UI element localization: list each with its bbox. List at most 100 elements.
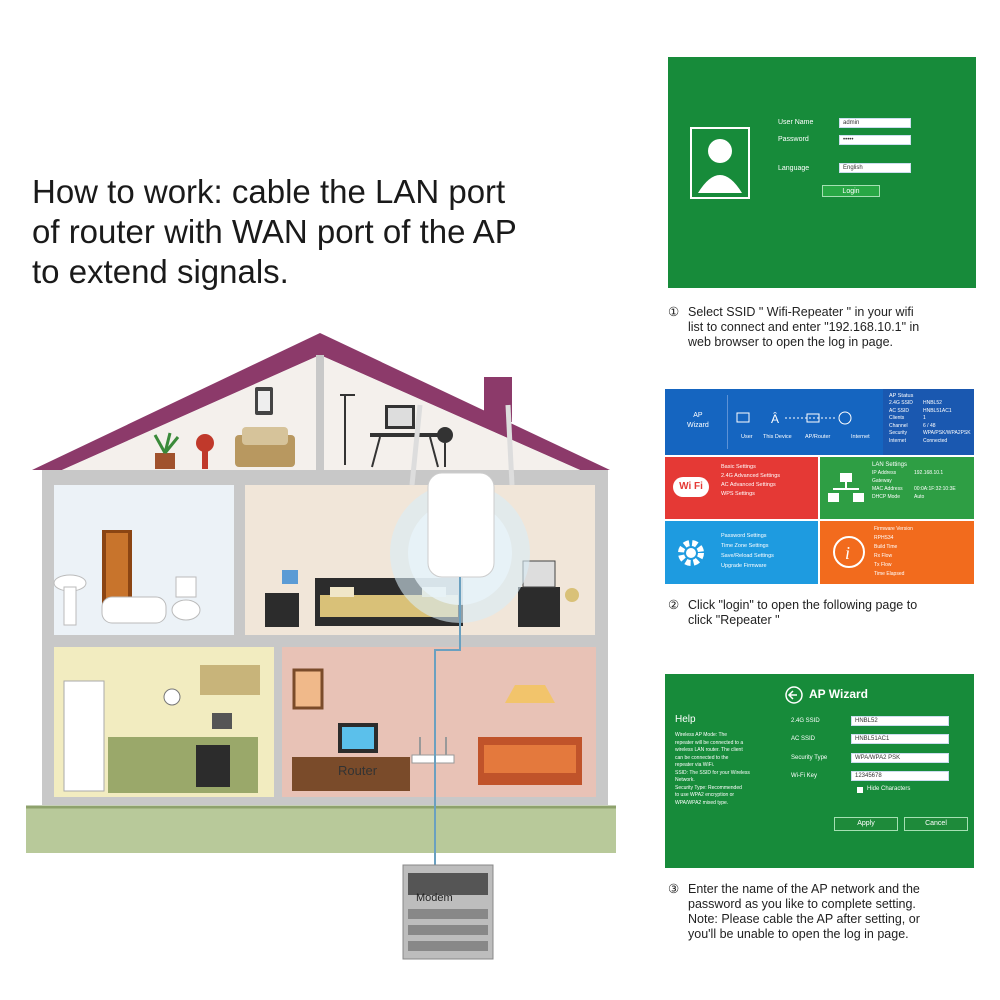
ssid24-input[interactable]: HNBL52	[851, 716, 949, 726]
wifi-menu-item: AC Advanced Settings	[721, 482, 776, 488]
step3-caption-line-1: Enter the name of the AP network and the	[688, 882, 920, 896]
svg-text:Ȃ: Ȃ	[771, 411, 779, 426]
info-row: Rx Flow	[874, 553, 893, 559]
username-label: User Name	[778, 119, 814, 126]
ssid24-label: 2.4G SSID	[791, 718, 820, 724]
apply-button[interactable]: Apply	[834, 817, 898, 831]
username-input[interactable]: admin	[839, 118, 911, 128]
router-label: Router	[338, 763, 378, 778]
help-line: repeater via WiFi.	[675, 762, 715, 768]
step1-caption-line-2: list to connect and enter "192.168.10.1"…	[688, 320, 920, 334]
info-row: Tx Flow	[874, 562, 892, 568]
ap-status-value: 6 / 48	[923, 422, 936, 429]
ap-status-key: Internet	[889, 437, 906, 444]
key-label: Wi-Fi Key	[791, 773, 817, 779]
step1-caption-line-3: web browser to open the log in page.	[688, 335, 893, 349]
step2-caption: ② Click "login" to open the following pag…	[668, 598, 917, 628]
login-screenshot: User Name admin Password ••••• Language …	[668, 57, 976, 288]
wifi-menu-item: WPS Settings	[721, 491, 755, 497]
ap-status-key: Security	[889, 430, 908, 436]
ap-status-row: AC SSID HNBL51AC1	[889, 408, 973, 416]
step1-number: ①	[668, 305, 680, 319]
wifi-menu-item: Basic Settings	[721, 464, 756, 470]
help-line: Wireless AP Mode: The	[675, 732, 728, 738]
password-input[interactable]: •••••	[839, 135, 911, 145]
lan-value: Auto	[914, 494, 925, 500]
ssidac-label: AC SSID	[791, 736, 816, 742]
ap-status-row: Clients 1	[889, 415, 973, 423]
ap-status-key: AC SSID	[889, 407, 910, 414]
tools-menu-item: Upgrade Firmware	[721, 563, 767, 569]
gear-icon	[678, 540, 704, 566]
house-illustration: Router Modem	[26, 333, 616, 960]
headline-line-3: to extend signals.	[32, 253, 289, 290]
help-line: can be connected to the	[675, 754, 729, 761]
wifi-logo: Wi Fi	[673, 477, 709, 497]
password-label: Password	[778, 136, 809, 143]
headline-line-1: How to work: cable the LAN port	[32, 173, 506, 210]
language-select[interactable]: English	[839, 163, 911, 173]
help-line: SSID: The SSID for your Wireless	[675, 769, 750, 776]
svg-text:i: i	[845, 543, 850, 563]
step3-caption-line-3: Note: Please cable the AP after setting,…	[688, 912, 920, 926]
step3-caption-line-4: you'll be unable to open the log in page…	[688, 927, 909, 941]
topology-user: User	[741, 434, 753, 440]
ap-status-value: HNBL51AC1	[923, 407, 952, 414]
help-line: Network.	[675, 777, 695, 783]
login-button[interactable]: Login	[822, 185, 880, 197]
ap-status-row: Channel 6 / 48	[889, 423, 973, 431]
step3-caption: ③ Enter the name of the AP network and th…	[668, 882, 920, 942]
info-row: Time Elapsed	[874, 571, 905, 577]
step2-number: ②	[668, 598, 680, 612]
info-icon: i	[833, 536, 865, 568]
ap-status-value: Connected	[923, 437, 948, 444]
info-row: Build Time	[874, 544, 898, 550]
ap-status-key: Clients	[889, 415, 905, 421]
ap-status-value: 1	[923, 415, 926, 421]
lan-key: MAC Address	[872, 486, 903, 492]
security-label: Security Type	[791, 755, 828, 761]
ap-wizard-title: AP Wizard	[809, 687, 869, 701]
lan-row: Gateway	[872, 477, 972, 485]
tools-menu-item: Time Zone Settings	[721, 543, 769, 549]
ap-status-row: Security WPA/PSK/WPA2PSK	[889, 430, 973, 438]
help-title: Help	[675, 714, 696, 725]
language-label: Language	[778, 165, 810, 172]
help-line: wireless LAN router. The client	[675, 747, 743, 753]
lan-key: Gateway	[872, 478, 892, 484]
help-line: Security Type: Recommended	[675, 784, 742, 791]
security-select[interactable]: WPA/WPA2 PSK	[851, 753, 949, 763]
ap-status-title: AP Status	[889, 393, 914, 399]
modem-label: Modem	[416, 892, 453, 904]
step2-caption-line-1: Click "login" to open the following page…	[688, 598, 918, 612]
topology-icon: Ȃ	[736, 411, 852, 426]
ap-status-key: Channel	[889, 422, 908, 429]
hide-characters-label: Hide Characters	[867, 786, 911, 792]
back-arrow-icon[interactable]	[785, 686, 803, 704]
info-row: RPHS34	[874, 535, 894, 541]
ap-status-value: WPA/PSK/WPA2PSK	[923, 430, 971, 436]
key-input[interactable]: 12345678	[851, 771, 949, 781]
ap-status-row: Internet Connected	[889, 438, 973, 446]
step3-number: ③	[668, 882, 680, 896]
ssidac-input[interactable]: HNBL51AC1	[851, 734, 949, 744]
hide-characters-checkbox[interactable]	[857, 787, 863, 793]
cancel-button[interactable]: Cancel	[904, 817, 968, 831]
help-line: WPA/WPA2 mixed type.	[675, 799, 729, 806]
network-icon	[828, 473, 864, 502]
lan-key: IP Address	[872, 470, 897, 476]
lan-title: LAN Settings	[872, 462, 908, 468]
